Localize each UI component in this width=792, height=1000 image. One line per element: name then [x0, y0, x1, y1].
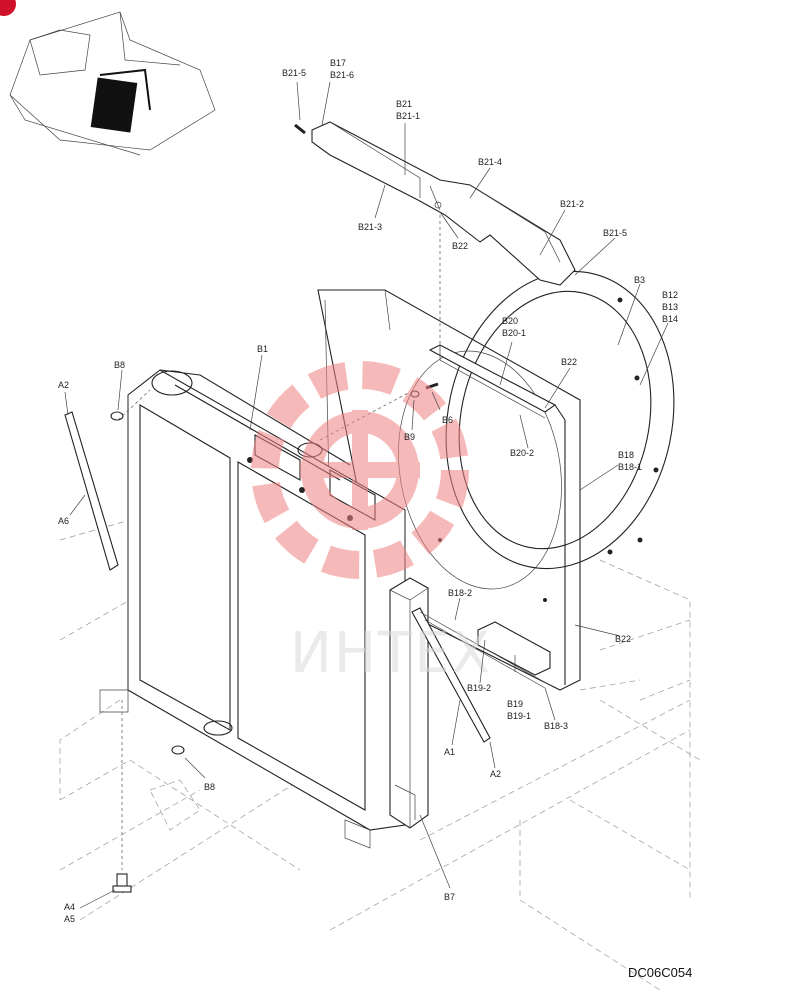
- leader-lines: [64, 81, 669, 909]
- label-b21-3: B21-3: [358, 222, 382, 232]
- label-b3: B3: [634, 275, 645, 285]
- label-b19: B19: [507, 699, 523, 709]
- label-a5: A5: [64, 914, 75, 924]
- o-ring-top: [110, 411, 124, 421]
- corner-marker: [0, 0, 16, 16]
- label-b21: B21: [396, 99, 412, 109]
- locator-thumbnail: [9, 11, 216, 156]
- shroud-ring: [445, 270, 675, 570]
- label-b18-3: B18-3: [544, 721, 568, 731]
- label-b8-low: B8: [204, 782, 215, 792]
- label-b21-1: B21-1: [396, 111, 420, 121]
- frame-lines: [59, 519, 701, 991]
- bolt-a4: [112, 873, 132, 893]
- label-b21-5-right: B21-5: [603, 228, 627, 238]
- label-b12: B12: [662, 290, 678, 300]
- label-b22-mid: B22: [561, 357, 577, 367]
- label-b6: B6: [442, 415, 453, 425]
- label-b21-6: B21-6: [330, 70, 354, 80]
- label-b20-2: B20-2: [510, 448, 534, 458]
- stays: [64, 411, 491, 743]
- label-a1: A1: [444, 747, 455, 757]
- label-b20-1: B20-1: [502, 328, 526, 338]
- callout-labels: B21-5 B17 B21-6 B21 B21-1 B21-4 B21-2 B2…: [58, 58, 678, 924]
- label-b21-5-top: B21-5: [282, 68, 306, 78]
- label-b7: B7: [444, 892, 455, 902]
- label-b20: B20: [502, 316, 518, 326]
- label-b19-2: B19-2: [467, 683, 491, 693]
- label-b1: B1: [257, 344, 268, 354]
- drawing-code: DC06C054: [628, 965, 692, 980]
- label-b18-1: B18-1: [618, 462, 642, 472]
- watermark: ИНТЕХ: [251, 361, 492, 686]
- label-a4: A4: [64, 902, 75, 912]
- label-b9: B9: [404, 432, 415, 442]
- label-b22-top: B22: [452, 241, 468, 251]
- label-a6: A6: [58, 516, 69, 526]
- watermark-text: ИНТЕХ: [290, 621, 492, 686]
- top-cover-b21: [311, 121, 576, 286]
- side-cooler-b7: [389, 577, 429, 829]
- label-b14: B14: [662, 314, 678, 324]
- label-b22-low: B22: [615, 634, 631, 644]
- label-b8-top: B8: [114, 360, 125, 370]
- o-ring-bottom: [171, 745, 185, 755]
- label-b13: B13: [662, 302, 678, 312]
- label-b17: B17: [330, 58, 346, 68]
- label-b18: B18: [618, 450, 634, 460]
- lower-bracket: [419, 611, 556, 689]
- label-a2-right: A2: [490, 769, 501, 779]
- label-a2-left: A2: [58, 380, 69, 390]
- label-b21-4: B21-4: [478, 157, 502, 167]
- label-b18-2: B18-2: [448, 588, 472, 598]
- label-b21-2: B21-2: [560, 199, 584, 209]
- label-b19-1: B19-1: [507, 711, 531, 721]
